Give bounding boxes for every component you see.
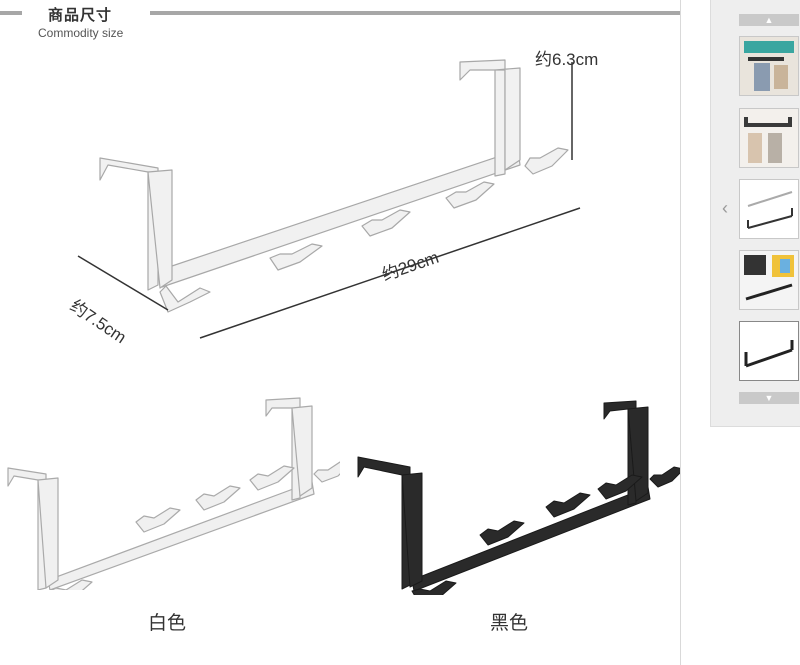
thumbnail-4[interactable] — [739, 250, 799, 310]
thumbnail-1[interactable] — [739, 36, 799, 96]
black-hook-image — [357, 400, 680, 595]
black-hook-product-image — [740, 322, 798, 380]
section-header: 商品尺寸 Commodity size — [0, 0, 680, 45]
hook-size-diagram — [77, 59, 581, 339]
header-rule-left — [0, 11, 22, 15]
section-subtitle: Commodity size — [38, 26, 124, 40]
hook-with-items-image — [740, 251, 798, 309]
thumbnail-scroll-down-button[interactable]: ▼ — [739, 392, 799, 404]
thumbnail-3[interactable] — [739, 179, 799, 239]
door-hook-scene-image — [740, 37, 798, 95]
thumbnail-2[interactable] — [739, 108, 799, 168]
hook-with-clothes-image — [740, 109, 798, 167]
triangle-down-icon: ▼ — [764, 393, 774, 403]
black-color-label: 黑色 — [490, 613, 529, 634]
white-hook-image — [7, 397, 340, 590]
triangle-up-icon: ▲ — [764, 15, 774, 25]
section-title: 商品尺寸 — [48, 7, 113, 24]
product-image-panel: 商品尺寸 Commodity size 约6.3cm 约29cm 约7.5 — [0, 0, 680, 634]
thumbnail-scroll-up-button[interactable]: ▲ — [739, 14, 799, 26]
chevron-left-icon[interactable]: ‹ — [722, 198, 728, 218]
white-color-label: 白色 — [148, 613, 187, 634]
thumbnail-5-selected[interactable] — [739, 321, 799, 381]
panel-divider — [680, 0, 681, 665]
header-rule-right — [150, 11, 680, 15]
height-dimension-label: 约6.3cm — [535, 50, 599, 69]
size-diagram-image — [740, 180, 798, 238]
